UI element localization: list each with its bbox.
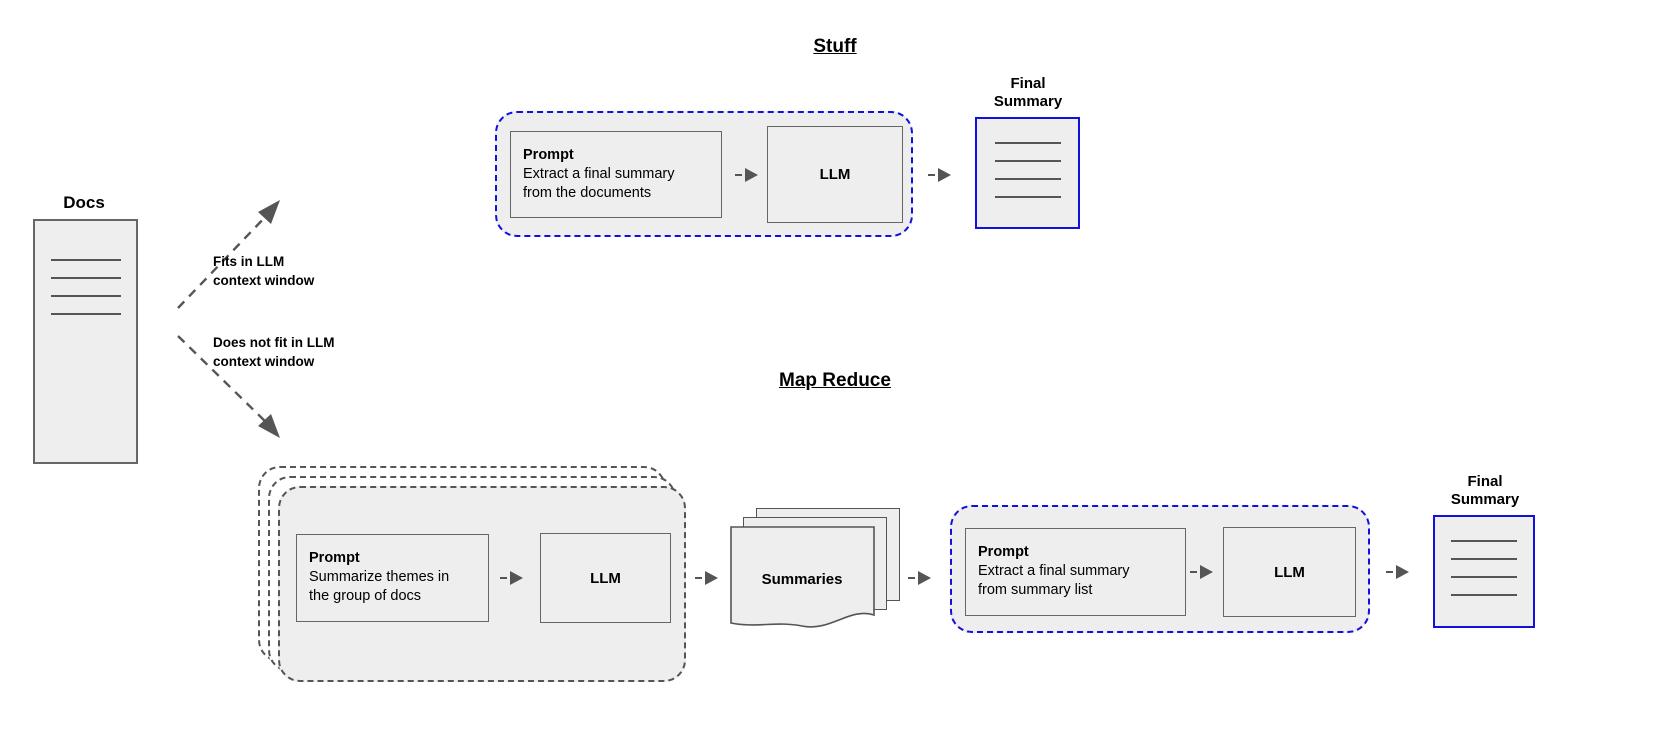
arrow-reduce-prompt-to-llm — [1190, 565, 1213, 579]
branch-label-fits: Fits in LLM context window — [213, 254, 315, 288]
reduce-prompt-box: Prompt Extract a final summary from summ… — [965, 528, 1186, 616]
arrow-stuff-to-final-summary — [928, 168, 951, 182]
reduce-llm-box: LLM — [1223, 527, 1356, 617]
docs-box — [33, 219, 138, 464]
stuff-prompt-body: Extract a final summary from the documen… — [523, 166, 675, 201]
arrow-reduce-to-final-summary — [1386, 565, 1409, 579]
mapreduce-final-summary-lines — [1435, 540, 1533, 596]
summaries-label: Summaries — [761, 571, 843, 588]
arrow-stuff-prompt-to-llm — [735, 168, 758, 182]
section-title-map-reduce: Map Reduce — [779, 370, 891, 391]
branch-arrow-down — [177, 335, 280, 438]
section-title-stuff: Stuff — [813, 36, 857, 57]
stuff-final-summary-lines — [977, 142, 1078, 198]
arrow-map-prompt-to-llm — [500, 571, 523, 585]
summaries-sheet-front — [730, 526, 875, 628]
reduce-prompt-body: Extract a final summary from summary lis… — [978, 563, 1130, 598]
arrow-map-to-summaries — [695, 571, 718, 585]
stuff-prompt-title: Prompt — [523, 147, 574, 163]
mapreduce-final-summary-caption: Final Summary — [1450, 473, 1520, 508]
docs-caption: Docs — [63, 193, 105, 212]
docs-lines — [35, 259, 136, 315]
summaries-stack: Summaries — [730, 508, 900, 633]
stuff-llm-box: LLM — [767, 126, 903, 223]
stuff-final-summary-caption: Final Summary — [993, 75, 1063, 110]
map-llm-box: LLM — [540, 533, 671, 623]
reduce-llm-label: LLM — [1274, 563, 1305, 581]
reduce-prompt-title: Prompt — [978, 544, 1029, 560]
map-prompt-box: Prompt Summarize themes in the group of … — [296, 534, 489, 622]
branch-label-not-fits: Does not fit in LLM context window — [213, 335, 335, 369]
map-prompt-body: Summarize themes in the group of docs — [309, 569, 450, 604]
branch-arrow-up — [177, 200, 280, 309]
stuff-llm-label: LLM — [819, 166, 851, 183]
arrow-summaries-to-reduce — [908, 571, 931, 585]
stuff-prompt-box: Prompt Extract a final summary from the … — [510, 131, 722, 218]
map-llm-label: LLM — [590, 569, 621, 587]
mapreduce-final-summary-box — [1433, 515, 1535, 628]
stuff-final-summary-box — [975, 117, 1080, 229]
map-prompt-title: Prompt — [309, 550, 360, 566]
